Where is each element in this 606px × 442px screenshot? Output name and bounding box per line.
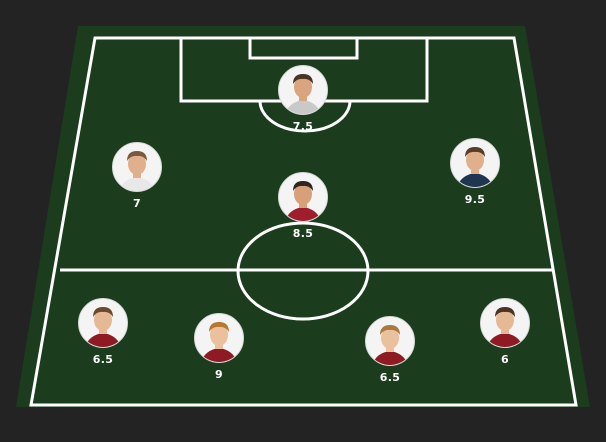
player-avatar [278,172,328,222]
player-avatar [450,138,500,188]
center-circle [236,221,370,321]
player-avatar [365,316,415,366]
player-card-right-back[interactable]: 6 [479,298,531,366]
player-card-left-center-back[interactable]: 9 [193,313,245,381]
player-card-goalkeeper[interactable]: 7.5 [277,65,329,133]
player-rating: 6.5 [379,371,401,384]
player-rating: 8.5 [292,227,314,240]
player-card-right-center-back[interactable]: 6.5 [364,316,416,384]
player-rating: 9.5 [464,193,486,206]
player-rating: 7 [133,197,141,210]
player-rating: 7.5 [292,120,314,133]
player-rating: 9 [215,368,223,381]
player-card-left-back[interactable]: 6.5 [77,298,129,366]
player-rating: 6.5 [92,353,114,366]
player-avatar [112,142,162,192]
player-avatar [194,313,244,363]
player-avatar [278,65,328,115]
player-rating: 6 [501,353,509,366]
player-card-left-winger[interactable]: 7 [111,142,163,210]
player-avatar [78,298,128,348]
penalty-arc [258,100,352,133]
player-card-right-winger[interactable]: 9.5 [449,138,501,206]
player-avatar [480,298,530,348]
goal-area [248,36,359,60]
player-card-central-midfielder[interactable]: 8.5 [277,172,329,240]
